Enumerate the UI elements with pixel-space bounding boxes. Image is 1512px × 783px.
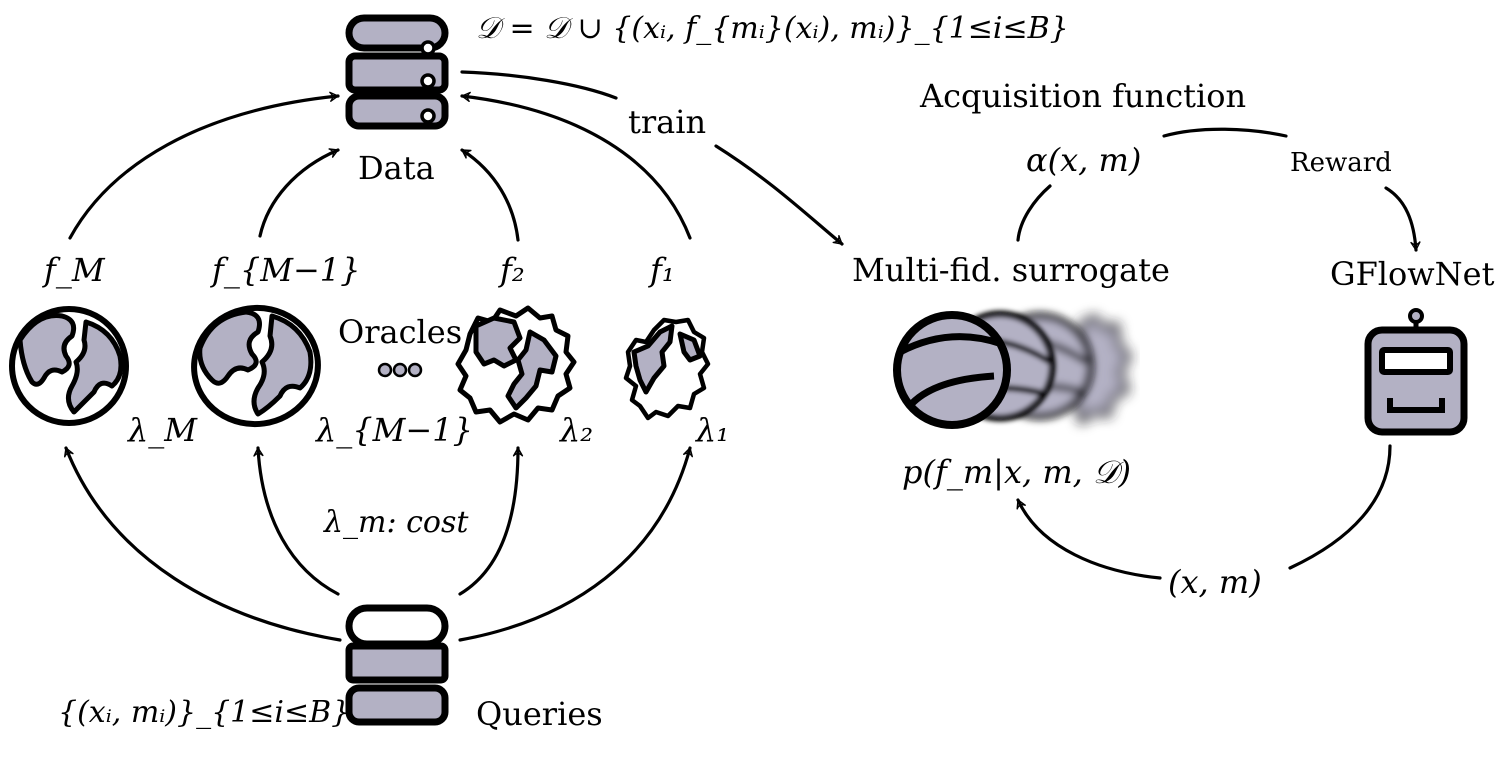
f-1-label: f₁ [650, 251, 675, 289]
lambda-2-label: λ₂ [560, 411, 594, 449]
edge-surrogate-to-alpha [1016, 184, 1052, 242]
gflownet-label: GFlowNet [1330, 255, 1495, 293]
edge-fM-to-data [68, 91, 340, 240]
lambda-1-label: λ₁ [696, 411, 730, 449]
edge-alpha-to-reward [1162, 127, 1288, 138]
edge-xm-to-surrogate [1016, 498, 1162, 580]
gflownet-robot-icon [1364, 308, 1468, 436]
alpha-label: α(x, m) [1026, 141, 1142, 179]
edge-queries-to-globe-M [64, 446, 342, 642]
edge-data-to-train [460, 70, 618, 100]
surrogate-sphere-icon [893, 310, 1132, 429]
acquisition-function-label: Acquisition function [920, 77, 1247, 115]
queries-database-icon [345, 604, 449, 726]
oracles-ellipsis-icon [377, 362, 423, 378]
edge-train-to-surrogate [714, 144, 844, 246]
lambda-M-label: λ_M [128, 411, 198, 449]
globe-icon-M [9, 306, 129, 426]
edge-reward-to-gflownet [1384, 186, 1421, 252]
data-update-formula: 𝒟 = 𝒟 ∪ {(xᵢ, f_{mᵢ}(xᵢ), mᵢ)}_{1≤i≤B} [476, 11, 1069, 46]
data-label: Data [358, 149, 435, 187]
f-2-label: f₂ [500, 251, 525, 289]
edge-f1-to-data [460, 91, 692, 240]
f-M-1-label: f_{M−1} [212, 251, 361, 289]
xm-label: (x, m) [1168, 563, 1262, 601]
data-database-icon [345, 14, 449, 130]
reward-label: Reward [1290, 148, 1392, 178]
lambda-M-1-label: λ_{M−1} [316, 411, 473, 449]
queries-label: Queries [476, 695, 603, 733]
cost-label: λ_m: cost [324, 505, 469, 540]
crumpled-globe-icon-2 [455, 305, 577, 425]
edge-queries-to-globe-M-1 [253, 446, 340, 596]
edge-fM-1-to-data [258, 148, 340, 238]
train-label: train [628, 103, 707, 141]
posterior-label: p(f_m|x, m, 𝒟) [902, 453, 1132, 491]
surrogate-label: Multi-fid. surrogate [852, 251, 1170, 289]
edge-gflownet-to-xm [1288, 444, 1392, 570]
f-M-label: f_M [44, 251, 105, 289]
edge-f2-to-data [460, 148, 520, 242]
edge-queries-to-globe-2 [458, 446, 524, 596]
globe-icon-M-1 [191, 304, 321, 428]
edge-queries-to-globe-1 [458, 446, 693, 642]
query-set-label: {(xᵢ, mᵢ)}_{1≤i≤B} [58, 695, 351, 730]
oracles-label: Oracles [338, 313, 463, 351]
crumpled-globe-icon-1 [623, 317, 711, 421]
